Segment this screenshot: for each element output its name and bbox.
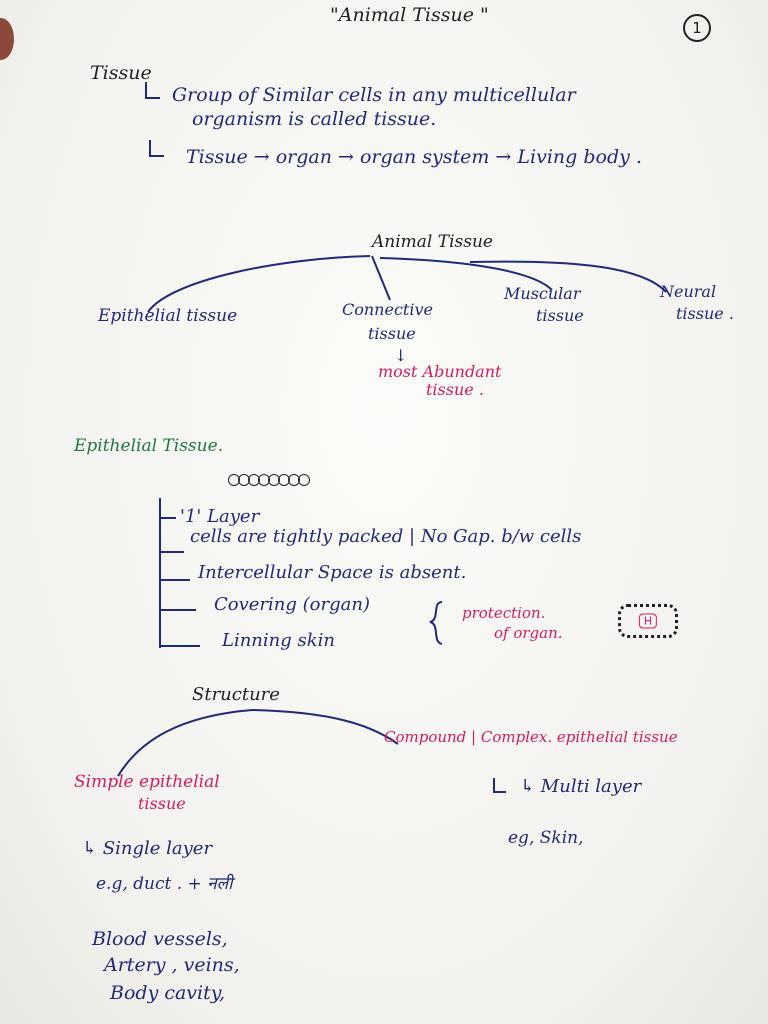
cell-layer-icon: H	[618, 604, 678, 638]
multi-hook	[493, 778, 506, 793]
tissue-hierarchy: Tissue → organ → organ system → Living b…	[186, 146, 642, 168]
compound-epithelial: Compound | Complex. epithelial tissue	[384, 728, 678, 746]
epithelial-point-3: Intercellular Space is absent.	[198, 562, 467, 583]
branch-connective: Connective	[342, 300, 433, 319]
tissue-hook-arrow-1	[145, 82, 160, 99]
epithelial-point-4: Covering (organ)	[214, 594, 370, 615]
simple-example-body-cavity: Body cavity,	[110, 982, 226, 1004]
abundant-arrow: ↓	[394, 346, 408, 365]
structure-arc	[117, 709, 253, 777]
branch-epithelial: Epithelial tissue	[98, 306, 238, 326]
cell-row-diagram	[228, 474, 310, 486]
animal-tissue-root: Animal Tissue	[372, 232, 493, 252]
most-abundant-tissue: tissue .	[426, 380, 484, 399]
branch-connective-tissue: tissue	[368, 324, 416, 343]
epithelial-point-1: '1' Layer	[180, 506, 260, 527]
tree-branch-connective	[371, 255, 391, 301]
protection-note: protection.	[462, 604, 546, 622]
branch-neural: Neural	[660, 282, 717, 301]
tree-arc-left	[147, 255, 371, 313]
most-abundant-note: most Abundant	[378, 362, 502, 381]
tree-branch-muscular	[379, 257, 553, 291]
simple-epithelial: Simple epithelial	[74, 772, 220, 792]
tree-branch-neural	[469, 260, 667, 293]
tissue-heading: Tissue	[90, 62, 152, 84]
protection-brace	[429, 601, 443, 645]
compound-multi-layer: ↳ Multi layer	[520, 776, 642, 797]
page-number: 1	[683, 14, 711, 42]
structure-arc-right	[251, 709, 399, 745]
tissue-hook-arrow-2	[149, 140, 164, 157]
tissue-definition-line2: organism is called tissue.	[192, 108, 437, 130]
epithelial-heading: Epithelial Tissue.	[74, 436, 224, 456]
page-title: "Animal Tissue "	[330, 4, 489, 26]
protection-note-organ: of organ.	[494, 624, 563, 642]
simple-example-blood-vessels: Blood vessels,	[92, 928, 228, 950]
epithelial-point-5: Linning skin	[222, 630, 335, 651]
simple-epithelial-tissue: tissue	[138, 794, 186, 813]
structure-heading: Structure	[192, 684, 280, 705]
branch-muscular-tissue: tissue	[536, 306, 584, 325]
simple-example-duct: e.g, duct . + नली	[96, 874, 233, 894]
compound-example: eg, Skin,	[508, 828, 584, 848]
tissue-definition-line1: Group of Similar cells in any multicellu…	[172, 84, 576, 106]
simple-example-artery: Artery , veins,	[104, 954, 240, 976]
simple-single-layer: ↳ Single layer	[82, 838, 213, 859]
page-edge-mark	[0, 18, 14, 60]
epithelial-point-2: cells are tightly packed | No Gap. b/w c…	[190, 526, 582, 547]
branch-muscular: Muscular	[504, 284, 581, 303]
branch-neural-tissue: tissue .	[676, 304, 734, 323]
